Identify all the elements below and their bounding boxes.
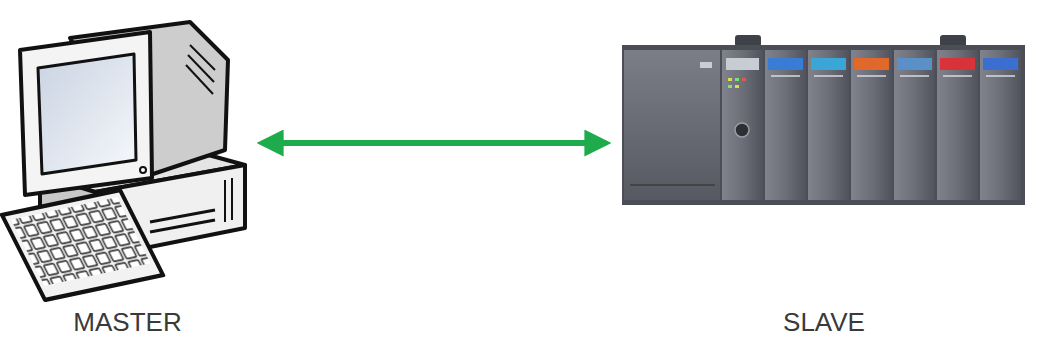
module-strip	[940, 58, 975, 70]
vent	[231, 178, 233, 220]
io-module	[851, 50, 892, 200]
rack-body	[622, 45, 1025, 205]
device-node: MASTER	[5, 25, 250, 337]
led	[728, 85, 732, 88]
io-module	[765, 50, 806, 200]
vent	[188, 55, 214, 82]
power-supply	[624, 50, 720, 200]
io-module	[980, 50, 1021, 200]
keys	[11, 197, 150, 285]
module-strip	[768, 58, 803, 70]
cpu-label	[726, 58, 759, 70]
module-marks	[771, 75, 1015, 77]
computer-icon	[2, 22, 245, 300]
module-strip	[983, 58, 1018, 70]
keyboard	[2, 190, 163, 300]
power-button	[140, 167, 146, 173]
device-label: MASTER	[73, 307, 181, 337]
module-strip	[897, 58, 932, 70]
device-node: SLAVE	[618, 25, 1030, 337]
led	[728, 78, 732, 81]
io-module	[894, 50, 935, 200]
key-switch	[735, 123, 749, 137]
screen	[38, 54, 136, 174]
keyboard-body	[2, 190, 163, 300]
device-label: SLAVE	[783, 307, 865, 337]
led	[742, 78, 746, 81]
vent	[224, 180, 226, 222]
led	[735, 85, 739, 88]
io-module	[937, 50, 978, 200]
monitor-front	[20, 32, 152, 195]
double-arrow	[262, 140, 606, 146]
io-module	[808, 50, 849, 200]
module-strip	[811, 58, 846, 70]
drive-slot	[150, 210, 215, 222]
vent	[190, 45, 215, 70]
psu-seam	[630, 184, 715, 186]
plc-rack	[622, 35, 1025, 205]
psu-indicator	[700, 62, 712, 68]
cpu-module	[722, 50, 763, 200]
module-strip	[854, 58, 889, 70]
drive-slot	[150, 220, 215, 232]
vent	[186, 65, 213, 94]
led	[735, 78, 739, 81]
